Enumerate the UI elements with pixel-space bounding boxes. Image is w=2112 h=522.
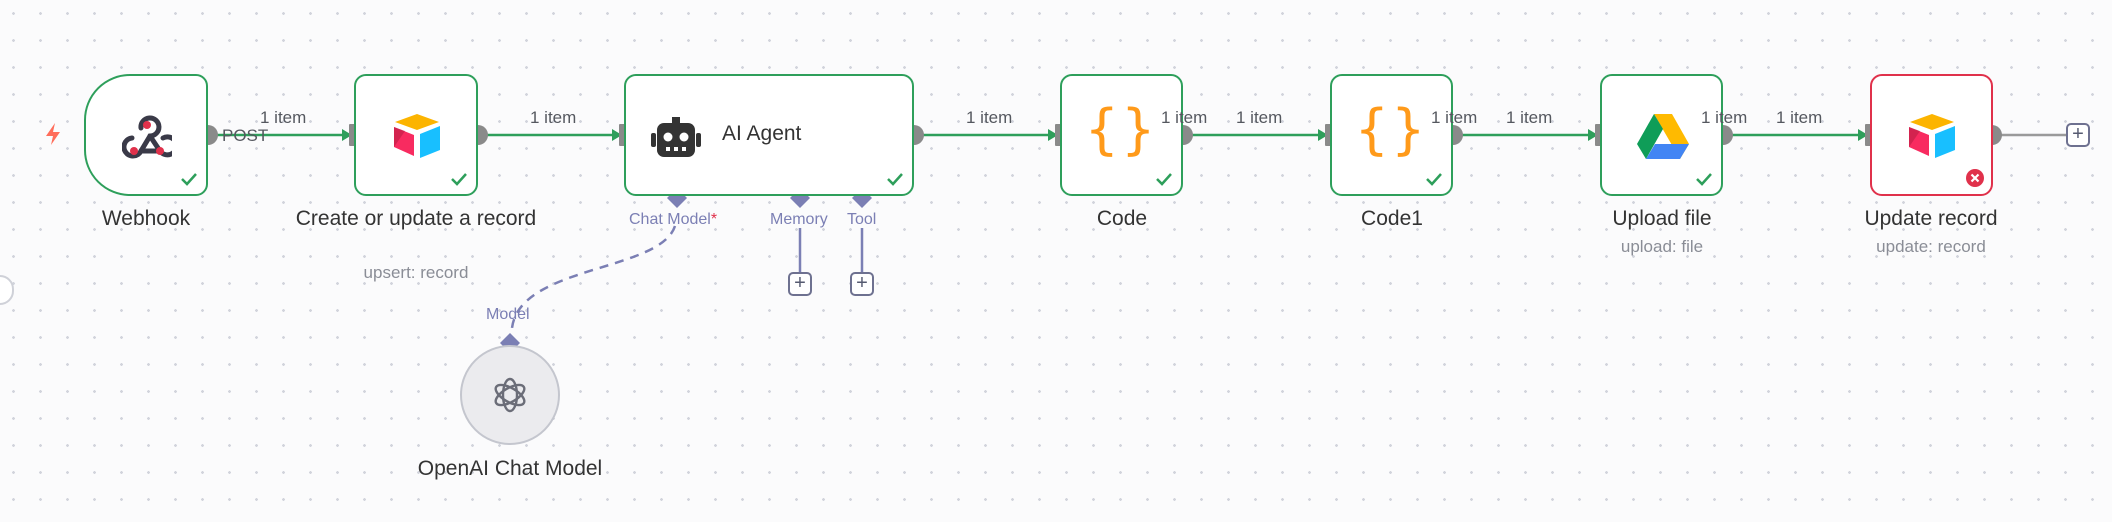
trigger-bolt-icon: [46, 123, 60, 145]
node-title: AI Agent: [722, 122, 802, 145]
success-check-icon: [887, 173, 903, 186]
robot-icon: [651, 117, 701, 157]
openai-icon: [494, 377, 526, 413]
node-subtitle: upload: file: [1620, 237, 1704, 256]
arrow-head: [1048, 129, 1058, 141]
node-subtitle: update: record: [1876, 237, 1986, 256]
memory-port-label: Memory: [770, 211, 828, 228]
node-update-record[interactable]: [1870, 74, 1993, 196]
success-check-icon: [451, 173, 467, 186]
node-code1[interactable]: {}: [1330, 74, 1453, 196]
google-drive-icon: [1637, 114, 1689, 159]
node-label: Code: [1096, 207, 1148, 230]
chat-model-dashed-wire: [510, 225, 677, 329]
connection-label: 1 item: [1776, 108, 1823, 127]
output-label-post: POST: [222, 126, 269, 145]
arrow-head: [342, 129, 352, 141]
webhook-icon: [122, 115, 172, 159]
connection-label: 1 item: [1506, 108, 1553, 127]
node-label: Create or update a record: [295, 207, 537, 230]
success-check-icon: [1156, 173, 1172, 186]
arrow-head: [1588, 129, 1598, 141]
arrow-head: [612, 129, 622, 141]
success-check-icon: [1426, 173, 1442, 186]
node-subtitle: upsert: record: [363, 263, 469, 282]
node-upload-file[interactable]: [1600, 74, 1723, 196]
node-airtable-upsert[interactable]: [354, 74, 478, 196]
add-memory-button[interactable]: +: [788, 272, 812, 296]
connection-label: 1 item: [1701, 108, 1748, 127]
success-check-icon: [181, 173, 197, 186]
node-label: Upload file: [1612, 207, 1712, 230]
node-label: OpenAI Chat Model: [417, 457, 603, 480]
node-code[interactable]: {}: [1060, 74, 1183, 196]
airtable-icon: [1909, 114, 1955, 158]
connection-label: 1 item: [1236, 108, 1283, 127]
connection-label: 1 item: [260, 108, 307, 127]
chat-model-port-label: Chat Model*: [629, 211, 718, 228]
add-node-button[interactable]: +: [2066, 123, 2090, 147]
node-label: Code1: [1361, 207, 1423, 230]
node-openai-chat-model[interactable]: [460, 345, 560, 445]
add-tool-button[interactable]: +: [850, 272, 874, 296]
connection-label: 1 item: [966, 108, 1013, 127]
node-webhook[interactable]: [84, 74, 208, 196]
node-label: Update record: [1864, 207, 1998, 230]
connection-label: 1 item: [1431, 108, 1478, 127]
connection-label: 1 item: [1161, 108, 1208, 127]
error-icon: [1966, 169, 1984, 187]
arrow-head: [1858, 129, 1868, 141]
required-mark: *: [710, 211, 718, 228]
curly-braces-icon: {}: [1355, 98, 1429, 161]
arrow-head: [1318, 129, 1328, 141]
curly-braces-icon: {}: [1085, 98, 1159, 161]
success-check-icon: [1696, 173, 1712, 186]
node-label: Webhook: [101, 207, 191, 230]
node-ai-agent[interactable]: AI Agent: [624, 74, 914, 196]
connection-label: 1 item: [530, 108, 577, 127]
model-port-label: Model: [486, 306, 530, 323]
tool-port-label: Tool: [847, 211, 877, 228]
airtable-icon: [394, 114, 440, 158]
